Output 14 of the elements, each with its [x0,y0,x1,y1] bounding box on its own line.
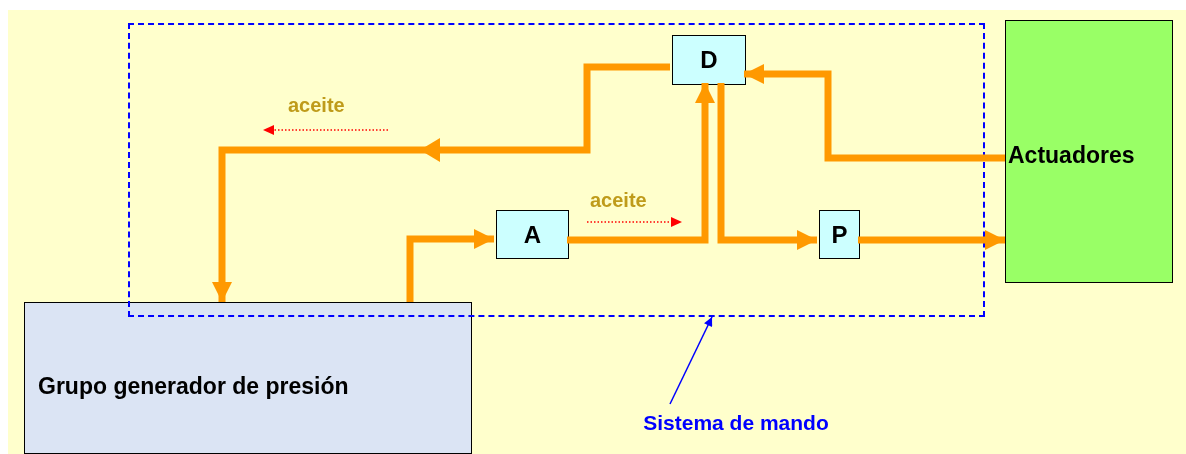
component-box [819,210,860,259]
component-box [672,35,746,85]
component-box [496,210,569,259]
box-label: P [831,219,848,250]
box-label: Grupo generador de presión [38,372,349,401]
dashed-boundary [128,23,985,317]
flow-label: aceite [590,188,647,213]
box-label: Actuadores [1008,141,1135,170]
box-label: A [523,219,542,250]
actuator-box [1005,20,1173,283]
generator-box [24,302,472,454]
box-label: D [700,45,718,75]
callout-label: Sistema de mando [643,410,829,437]
flow-label: aceite [288,93,345,118]
